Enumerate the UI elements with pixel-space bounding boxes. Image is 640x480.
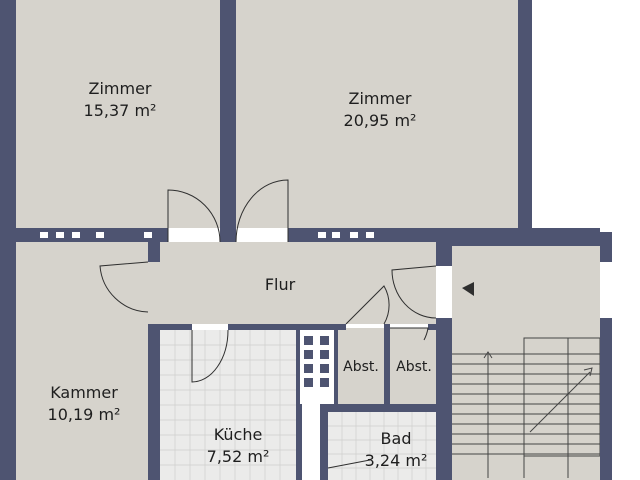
room-area: 20,95 m² xyxy=(343,111,417,130)
room-area: 10,19 m² xyxy=(47,405,121,424)
room-name: Flur xyxy=(264,275,296,294)
wall-abst-bottom xyxy=(320,404,440,412)
room-name: Abst. xyxy=(343,359,379,375)
stair-direction-line xyxy=(529,371,591,433)
door-swing-abst-2 xyxy=(390,327,429,341)
room-label-zimmer-1: Zimmer 15,37 m² xyxy=(60,78,180,122)
shaft-cell xyxy=(320,350,329,359)
room-name: Zimmer xyxy=(88,79,152,98)
room-name: Abst. xyxy=(396,359,432,375)
stair-steps xyxy=(452,338,600,478)
wall-staircase-left-lower xyxy=(436,318,452,480)
door-swing-kammer xyxy=(99,261,149,313)
wall-kammer-right-lower xyxy=(148,324,160,480)
shaft-cell xyxy=(320,336,329,345)
door-swing-abst-1 xyxy=(345,285,390,325)
door-swing-zimmer-2 xyxy=(235,179,289,243)
wall-flur-bottom-left xyxy=(148,324,192,330)
door-swing-kueche xyxy=(191,329,229,383)
wall-zimmer-2-right xyxy=(518,0,532,232)
floor-abst-1 xyxy=(338,328,384,404)
wall-right-outer-lower xyxy=(600,318,612,480)
wall-upper-rooms-bottom-left xyxy=(0,228,168,242)
room-name: Küche xyxy=(213,425,263,444)
wall-abst-divider xyxy=(384,330,390,404)
door-swing-bad xyxy=(327,459,371,469)
tile-lines-kueche xyxy=(160,330,296,480)
floor-bad xyxy=(328,412,438,480)
wall-kueche-right xyxy=(296,330,302,480)
shaft-cell xyxy=(304,336,313,345)
windows xyxy=(40,232,374,238)
floor-kammer xyxy=(16,242,148,480)
room-label-bad: Bad 3,24 m² xyxy=(346,428,446,472)
wall-flur-bottom-mid xyxy=(228,324,346,330)
wall-staircase-left-upper xyxy=(436,242,452,266)
floor-zimmer-2 xyxy=(236,0,518,228)
shaft-cell xyxy=(320,364,329,373)
room-area: 15,37 m² xyxy=(83,101,157,120)
room-label-kammer: Kammer 10,19 m² xyxy=(24,382,144,426)
window-zimmer-2-pane-2 xyxy=(332,232,340,238)
stair-direction-arrow xyxy=(583,367,593,377)
room-name: Zimmer xyxy=(348,89,412,108)
room-label-kueche: Küche 7,52 m² xyxy=(178,424,298,468)
room-area: 3,24 m² xyxy=(364,451,428,470)
window-zimmer-1-pane-3 xyxy=(72,232,80,238)
shaft-cell xyxy=(304,364,313,373)
room-label-abst-2: Abst. xyxy=(388,358,440,376)
door-swing-staircase xyxy=(391,265,437,319)
wall-bad-left xyxy=(320,404,328,480)
room-label-zimmer-2: Zimmer 20,95 m² xyxy=(320,88,440,132)
floor-landing xyxy=(452,246,600,480)
stair-guide-left xyxy=(483,351,493,478)
shaft-cell xyxy=(304,378,313,387)
room-label-flur: Flur xyxy=(240,274,320,296)
floor-zimmer-1 xyxy=(16,0,220,228)
wall-kammer-right xyxy=(148,242,160,262)
window-zimmer-1-pane-2 xyxy=(56,232,64,238)
walls xyxy=(0,0,612,480)
tile-lines-bad xyxy=(328,412,438,480)
wall-flur-bottom-right xyxy=(384,324,390,330)
doors xyxy=(99,179,437,469)
room-label-abst-1: Abst. xyxy=(336,358,386,376)
window-zimmer-1-pane-4 xyxy=(96,232,104,238)
room-area: 7,52 m² xyxy=(206,447,270,466)
window-zimmer-2 xyxy=(318,232,326,238)
shaft-cell xyxy=(304,350,313,359)
ventilation-shaft xyxy=(300,330,334,404)
window-zimmer-1-pane-5 xyxy=(144,232,152,238)
wall-flur-bottom-end xyxy=(428,324,440,330)
wall-right-outer xyxy=(600,232,612,262)
shaft-cell xyxy=(320,378,329,387)
window-zimmer-2-pane-3 xyxy=(350,232,358,238)
wall-zimmer-divider xyxy=(220,0,236,242)
window-zimmer-1 xyxy=(40,232,48,238)
tile-pattern xyxy=(160,330,438,480)
arrow-icon xyxy=(462,282,474,296)
room-name: Kammer xyxy=(50,383,118,402)
floor-areas xyxy=(16,0,600,480)
floor-abst-2 xyxy=(390,328,438,404)
room-name: Bad xyxy=(380,429,412,448)
wall-shaft-right xyxy=(332,330,338,404)
wall-staircase-top xyxy=(436,232,612,246)
door-swing-zimmer-1 xyxy=(167,189,221,243)
window-zimmer-2-pane-4 xyxy=(366,232,374,238)
